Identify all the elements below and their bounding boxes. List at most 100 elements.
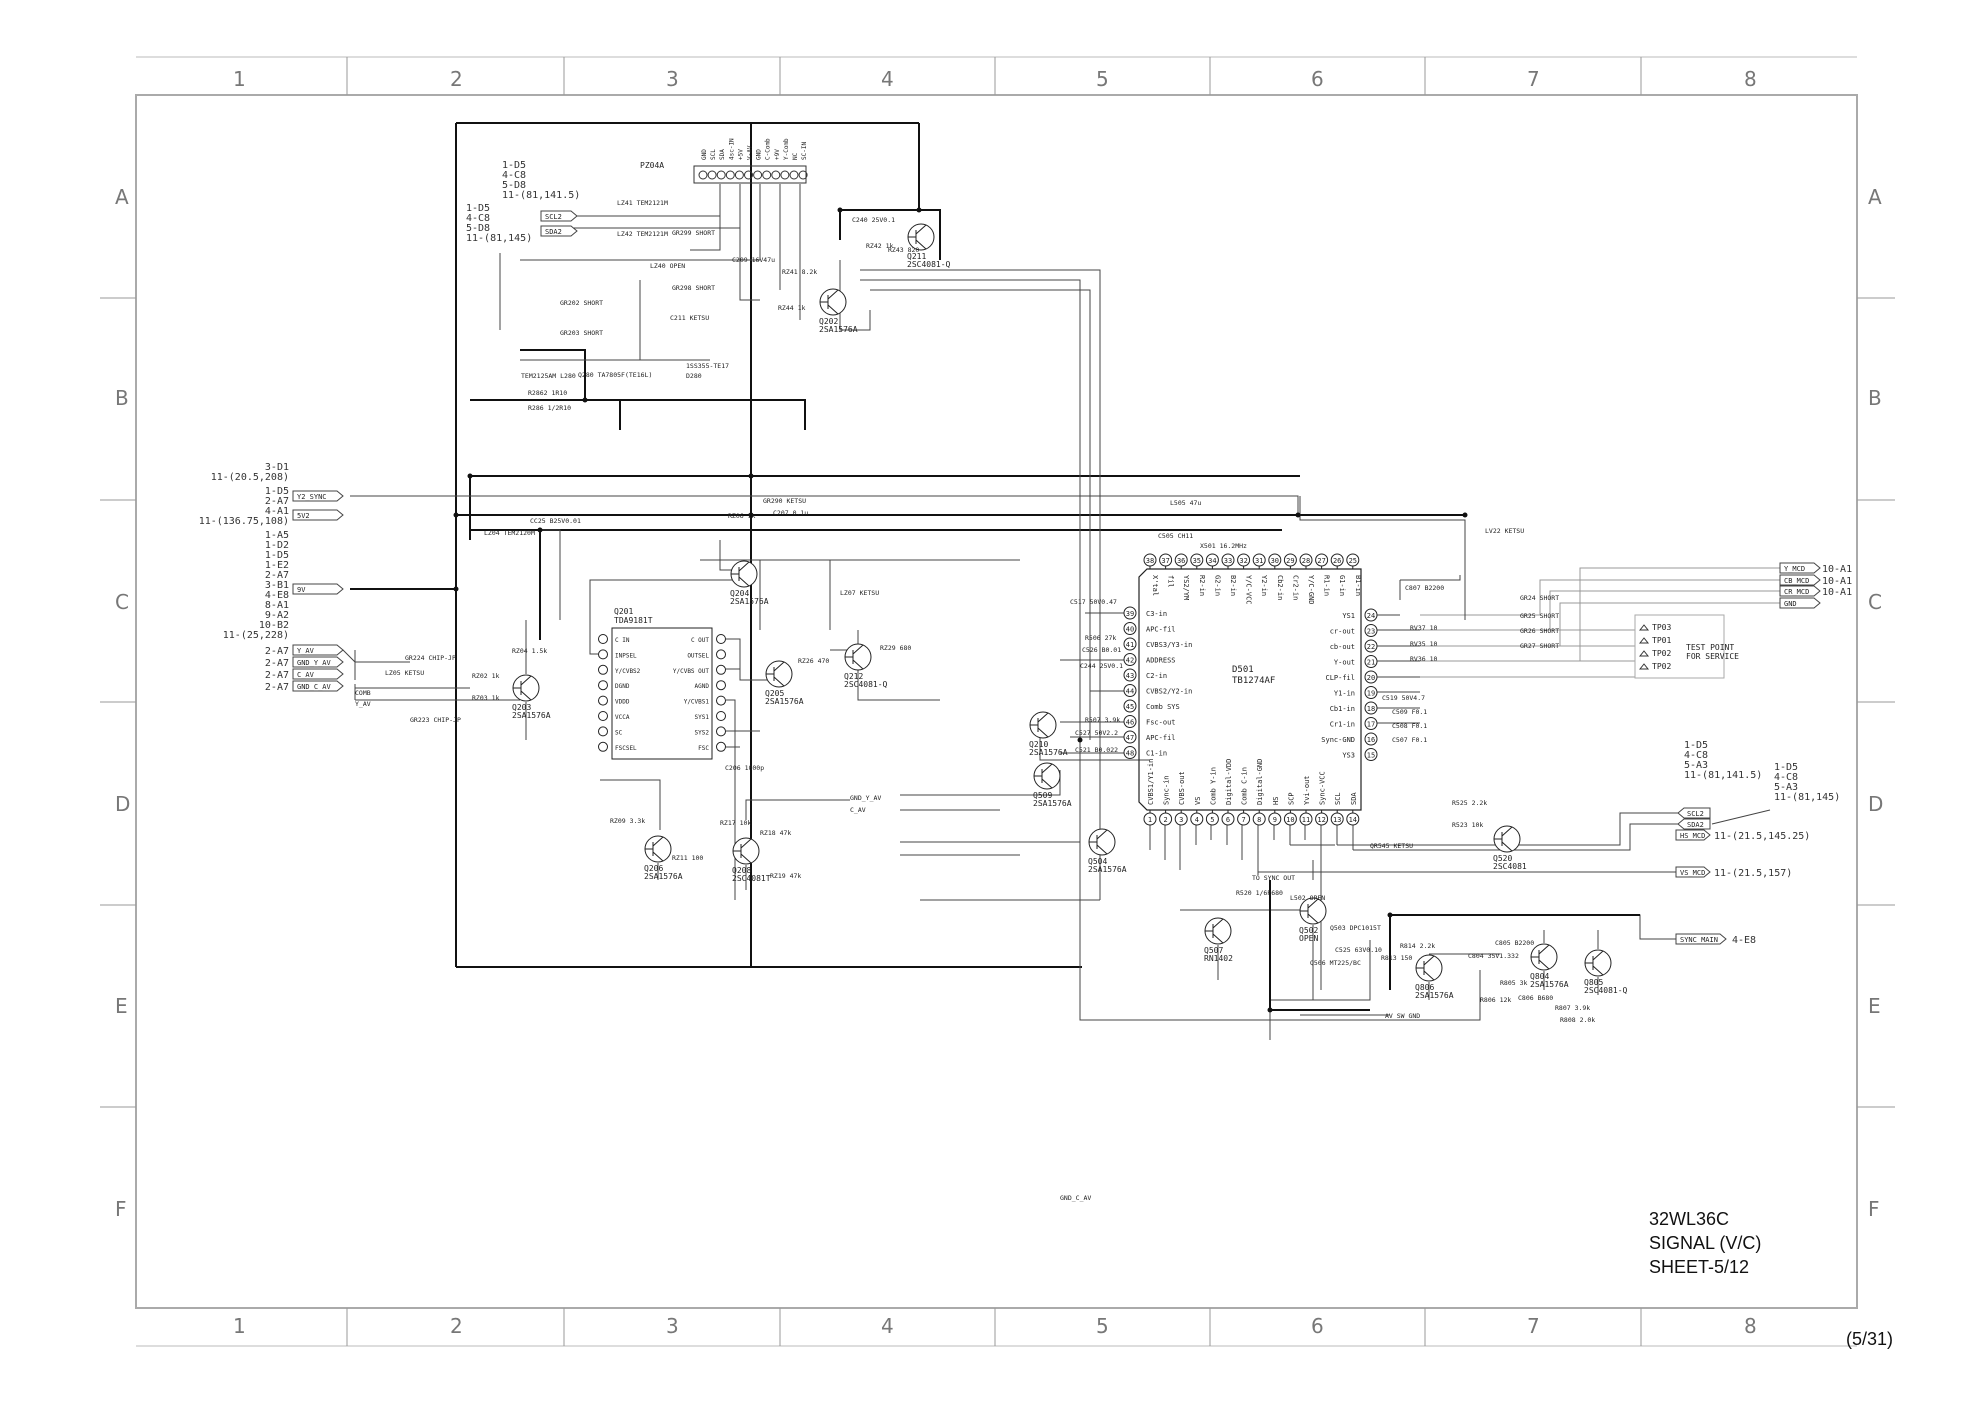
transistor-ref: Q202 [819, 317, 838, 326]
sheet-reference: 8-A1 [265, 600, 289, 611]
ic-comb-pin [598, 741, 608, 752]
transistor-part: 2SC4081 [1493, 862, 1527, 871]
component-label: RV36 10 [1410, 655, 1437, 663]
transistor-part: 2SC4081-Q [907, 260, 951, 269]
ic-pin-number: 30 [1271, 557, 1279, 565]
offpage-connector [292, 583, 344, 595]
transistor-part: 2SA1576A [1415, 991, 1454, 1000]
junction-dot [453, 512, 459, 518]
row-label-right: E [1868, 994, 1881, 1018]
component-label: GR202 SHORT [560, 299, 603, 307]
ic-pin-number: 33 [1224, 557, 1232, 565]
ic-pin-number: 9 [1273, 816, 1277, 824]
component-label: RZ03 1k [472, 694, 499, 702]
sheet-reference: 5-D8 [502, 180, 526, 191]
ic-pin-number: 38 [1146, 557, 1154, 565]
sheet-reference: 2-A7 [265, 658, 289, 669]
junction-dot [1077, 737, 1083, 743]
ic-pin [1252, 553, 1266, 567]
component-label: C807 B2200 [1405, 584, 1444, 592]
connector-pin-label: GND [756, 149, 763, 160]
sheet-reference: 10-A1 [1822, 587, 1852, 598]
ic-comb-pin-label: VDDD [615, 699, 630, 706]
column-label-bottom: 5 [1096, 1314, 1109, 1338]
ic-pin-number: 1 [1148, 816, 1152, 824]
ic-pin-number: 13 [1333, 816, 1341, 824]
component-label: C240 25V0.1 [852, 216, 895, 224]
offpage-connector [540, 225, 578, 237]
ic-pin-number: 32 [1239, 557, 1247, 565]
ic-pin-label: B1-in [1354, 575, 1362, 596]
ic-comb-name: Q201 [614, 607, 633, 616]
ic-pin [1143, 553, 1157, 567]
component-label: Y_AV [355, 700, 371, 708]
ic-pin [1283, 812, 1297, 826]
ic-pin-number: 19 [1367, 690, 1375, 698]
connector-pin [753, 170, 763, 180]
transistor-part: 2SA1576A [644, 872, 683, 881]
ic-pin-number: 4 [1195, 816, 1199, 824]
transistor-ref: Q804 [1530, 972, 1549, 981]
ic-pin-label: Digital-VDD [1225, 759, 1233, 805]
ic-pin [1205, 553, 1219, 567]
ic-comb-pin [716, 741, 726, 752]
ic-pin-number: 36 [1177, 557, 1185, 565]
ic-pin [1364, 686, 1378, 699]
column-label-bottom: 7 [1527, 1314, 1540, 1338]
ic-pin [1205, 812, 1219, 826]
transistor-ref: Q208 [732, 866, 751, 875]
ic-pin-number: 46 [1126, 719, 1134, 727]
ic-pin-number: 26 [1333, 557, 1341, 565]
ic-pin-label: CVBS2/Y2-in [1146, 688, 1192, 696]
component-label: RZ41 8.2k [782, 268, 817, 276]
connector-pin [707, 170, 717, 180]
test-point-label: TP02 [1652, 662, 1671, 671]
column-label-top: 1 [233, 67, 246, 91]
row-label-right: A [1868, 185, 1882, 209]
component-label: GR27 SHORT [1520, 642, 1559, 650]
ic-comb-pin [598, 680, 608, 691]
ic-pin-label: G1-in [1338, 575, 1346, 596]
connector-pin-label: NC [792, 152, 799, 160]
offpage-connector [292, 644, 344, 656]
ic-pin-label: CLP-fil [1325, 674, 1355, 682]
component-label: GR290 KETSU [763, 497, 806, 505]
ic-comb-pin-label: Y/CVBS1 [684, 699, 710, 706]
ic-pin [1159, 553, 1173, 567]
ic-pin-label: Comb SYS [1146, 703, 1180, 711]
offpage-connector-label: Y_MCD [1784, 565, 1805, 573]
offpage-connector-label: VS_MCD [1680, 869, 1705, 877]
ic-pin-label: B2-in [1229, 575, 1237, 596]
ic-pin-label: cb-out [1330, 643, 1355, 651]
component-label: C527 50V2.2 [1075, 729, 1118, 737]
ic-pin-number: 23 [1367, 628, 1375, 636]
component-label: RV37 10 [1410, 624, 1437, 632]
ic-comb-pin-label: OUTSEL [687, 652, 709, 659]
sheet-reference: 5-D8 [466, 223, 490, 234]
connector-pin-label: Y-Comb [783, 138, 790, 160]
row-label-right: C [1868, 590, 1882, 614]
transistor-ref: Q211 [907, 252, 926, 261]
transistor-part: 2SC4081-Q [844, 680, 888, 689]
ic-comb-pin [716, 680, 726, 691]
junction-dot [582, 397, 588, 403]
ic-pin [1364, 624, 1378, 637]
component-label: C206 1000p [725, 764, 764, 772]
offpage-connector-label: GND_C_AV [297, 683, 332, 691]
ic-pin [1190, 812, 1204, 826]
ic-pin [1123, 746, 1137, 759]
ic-pin-number: 7 [1241, 816, 1245, 824]
offpage-connector-label: GND_Y_AV [297, 659, 332, 667]
component-label: RZ17 10k [720, 819, 751, 827]
connector-name: PZ04A [640, 161, 664, 170]
ic-pin [1346, 553, 1360, 567]
transistor-ref: Q805 [1584, 978, 1603, 987]
ic-pin-number: 11 [1302, 816, 1310, 824]
ic-pin-label: YS3 [1342, 752, 1355, 760]
ic-comb-pin [598, 664, 608, 675]
page-number: (5/31) [1846, 1329, 1893, 1349]
connector-pin-label: SDA [719, 149, 726, 160]
transistor-ref: Q203 [512, 703, 531, 712]
